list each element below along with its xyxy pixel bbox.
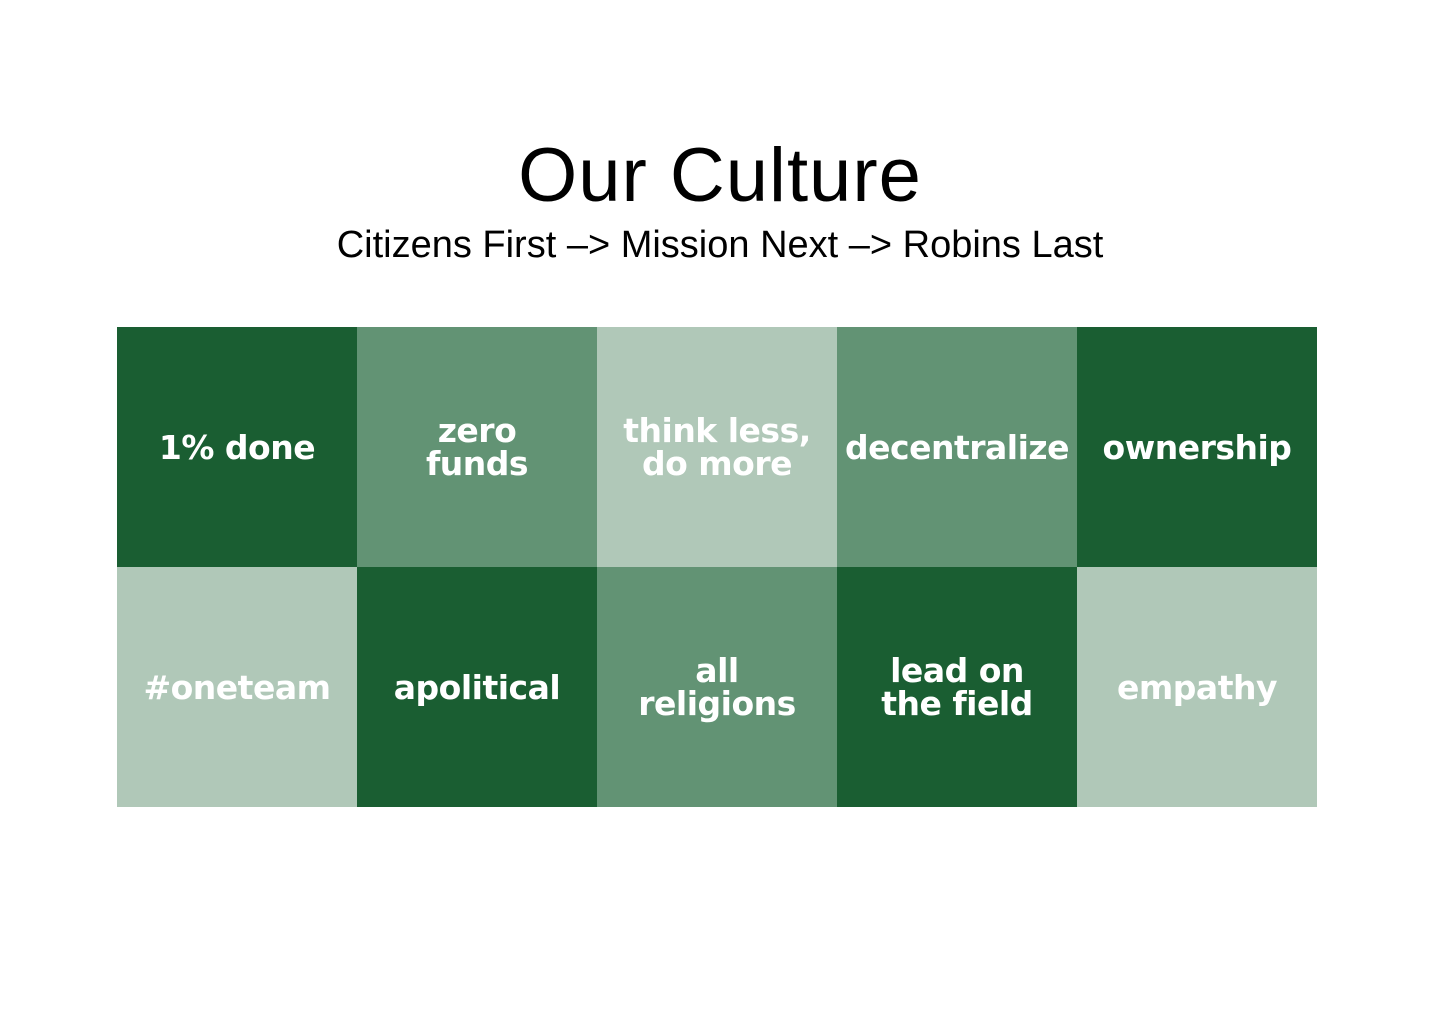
value-tile: 1% done <box>117 327 357 567</box>
value-tile: apolitical <box>357 567 597 807</box>
page-title: Our Culture <box>518 133 922 218</box>
culture-values-grid: 1% done zero funds think less, do more d… <box>117 327 1317 807</box>
value-tile: empathy <box>1077 567 1317 807</box>
value-tile: think less, do more <box>597 327 837 567</box>
value-tile: #oneteam <box>117 567 357 807</box>
value-tile: all religions <box>597 567 837 807</box>
value-tile: lead on the field <box>837 567 1077 807</box>
page-subtitle: Citizens First –> Mission Next –> Robins… <box>336 224 1104 266</box>
value-tile: zero funds <box>357 327 597 567</box>
value-tile: ownership <box>1077 327 1317 567</box>
value-tile: decentralize <box>837 327 1077 567</box>
